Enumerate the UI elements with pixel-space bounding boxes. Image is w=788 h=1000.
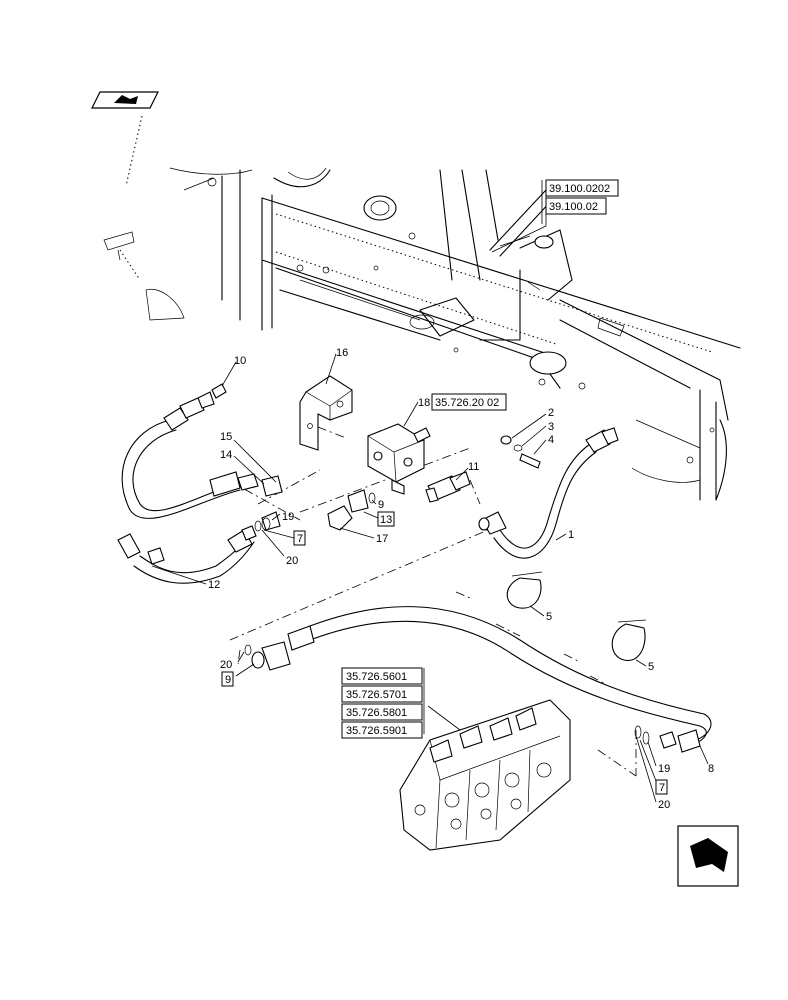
previous-page-icon[interactable] <box>91 91 159 109</box>
ref-35-726-5601[interactable]: 35.726.5601 <box>346 671 407 683</box>
callout-20-left[interactable]: 20 <box>220 659 232 671</box>
ref-35-726-5701[interactable]: 35.726.5701 <box>346 689 407 701</box>
icon-link-line <box>125 115 143 187</box>
callout-3[interactable]: 3 <box>548 421 554 433</box>
callout-2[interactable]: 2 <box>548 407 554 419</box>
leader-lines <box>151 196 709 803</box>
callout-18[interactable]: 18 <box>418 397 430 409</box>
valve-reference-box-group <box>341 667 425 739</box>
hose-1 <box>478 427 619 559</box>
callout-9-left[interactable]: 9 <box>225 674 231 686</box>
valve-block <box>367 423 471 503</box>
reference-box-group-frame <box>541 179 619 224</box>
fittings <box>254 435 541 532</box>
callout-12[interactable]: 12 <box>208 579 220 591</box>
hose-clamps <box>506 571 647 661</box>
ref-35-726-20-02[interactable]: 35.726.20 02 <box>435 397 499 409</box>
next-page-icon[interactable] <box>677 825 739 887</box>
callout-7-top[interactable]: 7 <box>297 533 303 545</box>
callout-11[interactable]: 11 <box>468 461 479 473</box>
callout-7-right[interactable]: 7 <box>659 782 665 794</box>
callout-box-9-left <box>221 671 234 687</box>
hose-8 <box>244 606 712 753</box>
callout-5-upper[interactable]: 5 <box>546 611 552 623</box>
callout-10[interactable]: 10 <box>234 355 246 367</box>
callout-14[interactable]: 14 <box>220 449 232 461</box>
ref-35-726-5901[interactable]: 35.726.5901 <box>346 725 407 737</box>
callout-15[interactable]: 15 <box>220 431 232 443</box>
ref-39-100-0202[interactable]: 39.100.0202 <box>549 183 610 195</box>
machine-frame <box>103 167 741 501</box>
ref-35-726-5801[interactable]: 35.726.5801 <box>346 707 407 719</box>
hose-14 <box>121 383 283 519</box>
callout-5-lower[interactable]: 5 <box>648 661 654 673</box>
hose-12 <box>117 525 257 584</box>
callout-1[interactable]: 1 <box>568 529 574 541</box>
callout-17[interactable]: 17 <box>376 533 388 545</box>
callout-19-top[interactable]: 19 <box>282 511 294 523</box>
control-valve-bank <box>399 699 571 851</box>
callout-box-7-top <box>293 530 306 546</box>
callout-4[interactable]: 4 <box>548 434 554 446</box>
callout-13[interactable]: 13 <box>380 514 392 526</box>
callout-16[interactable]: 16 <box>336 347 348 359</box>
callout-box-7-right <box>655 779 668 795</box>
callout-20-right[interactable]: 20 <box>658 799 670 811</box>
callout-20-top[interactable]: 20 <box>286 555 298 567</box>
callout-8[interactable]: 8 <box>708 763 714 775</box>
callout-19-right[interactable]: 19 <box>658 763 670 775</box>
ref-39-100-02[interactable]: 39.100.02 <box>549 201 598 213</box>
callout-9-top[interactable]: 9 <box>378 499 384 511</box>
callout-box-13 <box>377 511 395 527</box>
ref-box-35-726-20-02 <box>431 393 507 411</box>
mounting-bracket <box>299 375 353 451</box>
